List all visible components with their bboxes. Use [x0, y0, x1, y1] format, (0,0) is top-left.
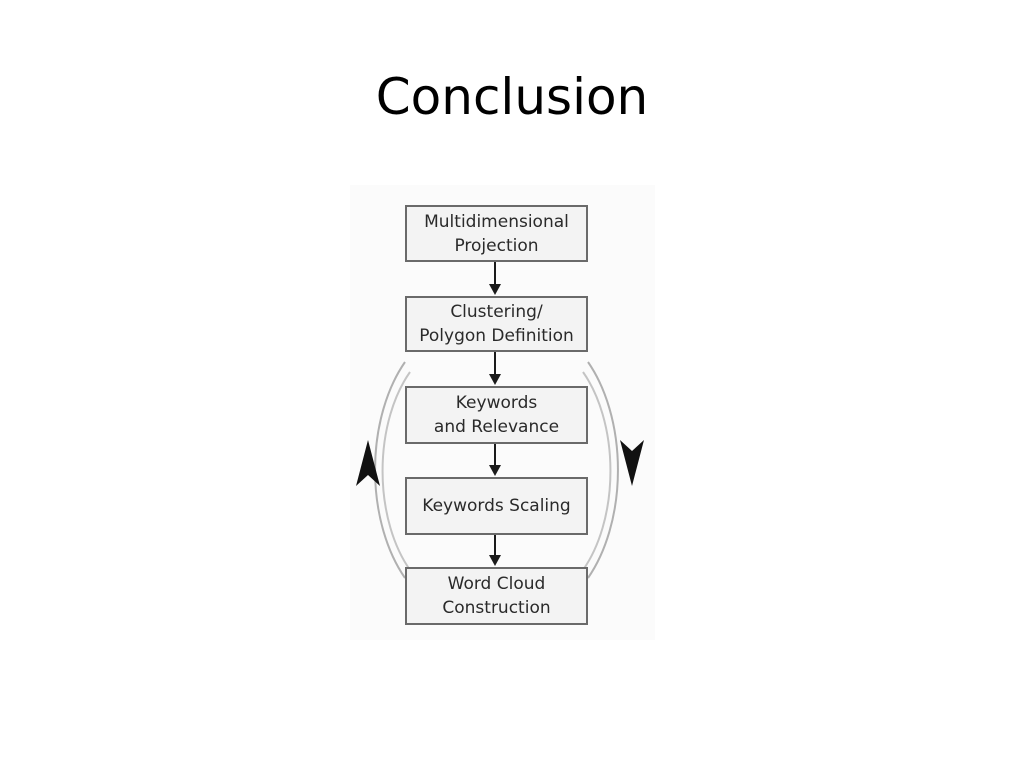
slide-title: Conclusion — [375, 68, 649, 126]
step-box-keywords-relevance: Keywords and Relevance — [405, 386, 588, 444]
step-arrow-1 — [489, 262, 501, 295]
step-box-keywords-scaling: Keywords Scaling — [405, 477, 588, 535]
step-arrow-2 — [489, 352, 501, 385]
step-box-word-cloud-construction: Word Cloud Construction — [405, 567, 588, 625]
step-box-clustering: Clustering/ Polygon Definition — [405, 296, 588, 352]
step-arrow-3 — [489, 444, 501, 476]
step-arrow-4 — [489, 535, 501, 566]
loop-arrow-down-icon — [620, 440, 644, 486]
step-box-multidimensional-projection: Multidimensional Projection — [405, 205, 588, 262]
loop-arrow-up-icon — [356, 440, 380, 486]
loop-arc-inner — [381, 371, 612, 571]
